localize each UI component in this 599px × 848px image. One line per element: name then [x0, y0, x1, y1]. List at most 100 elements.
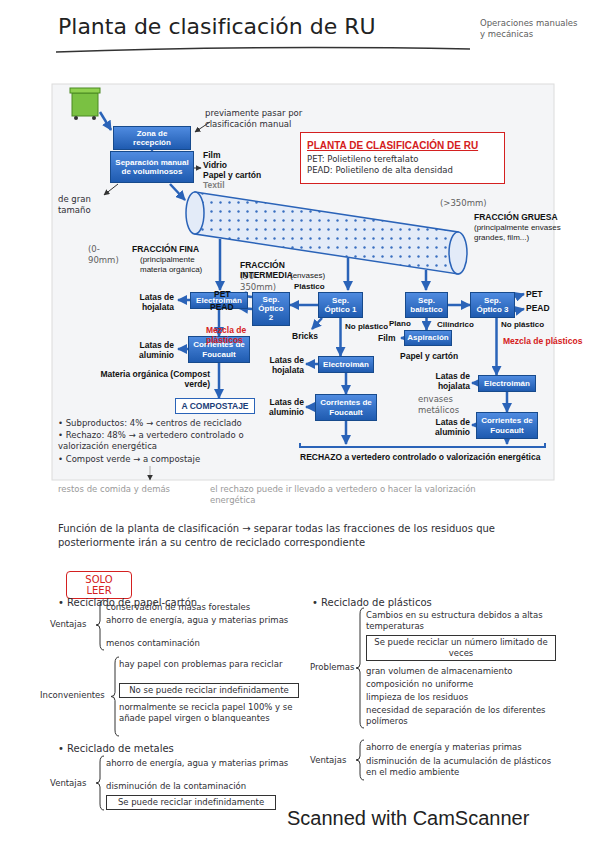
diagram-label: Film: [203, 150, 263, 160]
bin-wheel: [74, 116, 78, 120]
node-text: SOLO LEER: [73, 574, 125, 596]
note-box: No se puede reciclar indefinidamente: [119, 683, 299, 698]
diagram-label: FRACCIÓN GRUESA: [474, 212, 584, 222]
flow-connector: [495, 318, 498, 375]
handwritten-note: normalmente se recicla papel 100% y se a…: [119, 702, 299, 723]
handwritten-note: gran volumen de almacenamiento: [366, 666, 556, 677]
process-box: Sep. Óptico 3: [470, 292, 515, 318]
note-box: SOLO LEER: [66, 571, 132, 599]
process-box: Sep. balístico: [405, 292, 448, 318]
handwritten-note: • Compost verde → a compostaje: [58, 454, 258, 465]
curly-bracket: [96, 756, 104, 810]
node-text: Sep. balístico: [409, 296, 444, 314]
flow-connector: [345, 373, 348, 394]
handwritten-note: • Subproductos: 4% → centros de reciclad…: [58, 418, 273, 429]
page-title: Planta de clasificación de RU: [58, 14, 376, 39]
handwritten-note: composición no uniforme: [366, 679, 556, 690]
handwritten-note: el rechazo puede ir llevado a vertedero …: [210, 484, 490, 505]
handwritten-note: (>350mm): [440, 198, 485, 209]
process-box: Sep. Óptico 1: [318, 292, 363, 318]
node-text: Se puede reciclar indefinidamente: [118, 797, 264, 808]
handwritten-note: (0-90mm): [88, 244, 130, 265]
diagram-label: Mezcla de plásticos: [503, 336, 588, 346]
flow-arrow: [312, 318, 322, 329]
handwritten-note: hay papel con problemas para reciclar: [119, 659, 299, 670]
flow-arrow: [345, 421, 348, 444]
node-text: Electroimán: [484, 379, 530, 388]
flow-arrow: [306, 363, 318, 366]
diagram-label: (envases): [290, 271, 335, 281]
diagram-label: (principalmente materia orgánica): [140, 255, 214, 275]
waste-bin: [70, 88, 100, 120]
flow-arrow: [100, 112, 111, 130]
flow-connector: [218, 363, 221, 398]
trommel-body: [195, 192, 458, 274]
edge-label: Cilíndrico: [436, 320, 475, 329]
handwritten-note: • Reciclado de plásticos: [312, 596, 532, 610]
handwritten-note: • Rechazo: 48% → a vertedero controlado …: [58, 430, 273, 451]
flow-connector: [339, 318, 342, 356]
handwritten-note: conservación de masas forestales: [106, 602, 296, 613]
diagram-label: Papel y cartón: [400, 351, 472, 361]
flow-connector: [290, 304, 318, 307]
handwritten-note: necesidad de separación de los diferente…: [366, 705, 556, 726]
node-text: Corrientes de Foucault: [319, 398, 373, 416]
flow-arrow: [219, 239, 222, 290]
diagram-label: Bricks: [292, 331, 322, 341]
diagram-label: Latas de aluminio: [256, 397, 304, 418]
node-text: Se puede reciclar un número limitado de …: [370, 637, 552, 658]
trommel-end: [449, 232, 467, 274]
pasted-diagram-ground: [52, 84, 554, 480]
curly-bracket: [356, 740, 364, 780]
flow-arrow: [178, 299, 190, 302]
edge-label: Plástico: [293, 282, 326, 291]
node-text: A COMPOSTAJE: [181, 401, 248, 411]
node-text: Corrientes de Foucault: [480, 416, 534, 434]
handwritten-note: Problemas: [310, 662, 358, 673]
process-box: Aspiración: [404, 330, 452, 346]
title-box: PLANTA DE CLASIFICACIÓN DE RUPET: Poliet…: [300, 132, 505, 184]
process-box: Corrientes de Foucault: [476, 412, 538, 439]
diagram-label: Materia orgánica (Compost verde): [100, 369, 210, 390]
diagram-label: (principalmente envases grandes, film...…: [474, 223, 584, 243]
curly-bracket: [111, 657, 119, 736]
handwritten-note: ahorro de energía, agua y materias prima…: [106, 758, 296, 769]
note-box: Se puede reciclar un número limitado de …: [366, 635, 556, 661]
handwritten-note: restos de comida y demás: [58, 484, 198, 495]
handwritten-note: ahorro de energía y materias primas: [366, 742, 556, 753]
curly-bracket: [356, 608, 364, 728]
diagram-label: PEAD: [526, 303, 556, 313]
process-box: Electroimán: [318, 356, 374, 373]
handwritten-note: disminución de la contaminación: [106, 781, 296, 792]
diagram-label: Latas de hojalata: [256, 355, 304, 376]
flow-arrow: [515, 294, 524, 297]
diagram-label: PET: [214, 289, 234, 299]
edge-label: Plano: [388, 319, 412, 328]
handwritten-note: envases metálicos: [418, 394, 474, 415]
flow-arrow: [515, 309, 524, 311]
flow-arrow: [506, 439, 509, 444]
node-text: Sep. Óptico 2: [256, 295, 286, 323]
trommel-end: [186, 192, 204, 234]
handwritten-note: Ventajas: [50, 619, 98, 630]
handwritten-note: limpieza de los residuos: [366, 692, 556, 703]
leader-line: [194, 168, 201, 169]
process-box: Corrientes de Foucault: [315, 394, 377, 421]
process-box: Electroimán: [478, 375, 536, 392]
trommel: [186, 192, 467, 274]
note-box: A COMPOSTAJE: [175, 398, 255, 414]
flow-connector: [425, 318, 428, 330]
diagram-label: Film: [378, 333, 400, 343]
edge-label: No plástico: [500, 320, 545, 329]
handwritten-note: Operaciones manuales y mecánicas: [480, 18, 585, 39]
node-text: Sep. Óptico 1: [322, 296, 359, 314]
flow-arrow: [425, 270, 428, 290]
diagram-label: PET: [526, 289, 556, 299]
leader-line: [104, 184, 118, 195]
handwritten-note: Ventajas: [310, 755, 358, 766]
bin-wheel: [92, 116, 96, 120]
diagram-label: Mezcla de plásticos: [206, 325, 264, 346]
node-text: Sep. Óptico 3: [474, 296, 511, 314]
flow-arrow: [178, 348, 188, 351]
